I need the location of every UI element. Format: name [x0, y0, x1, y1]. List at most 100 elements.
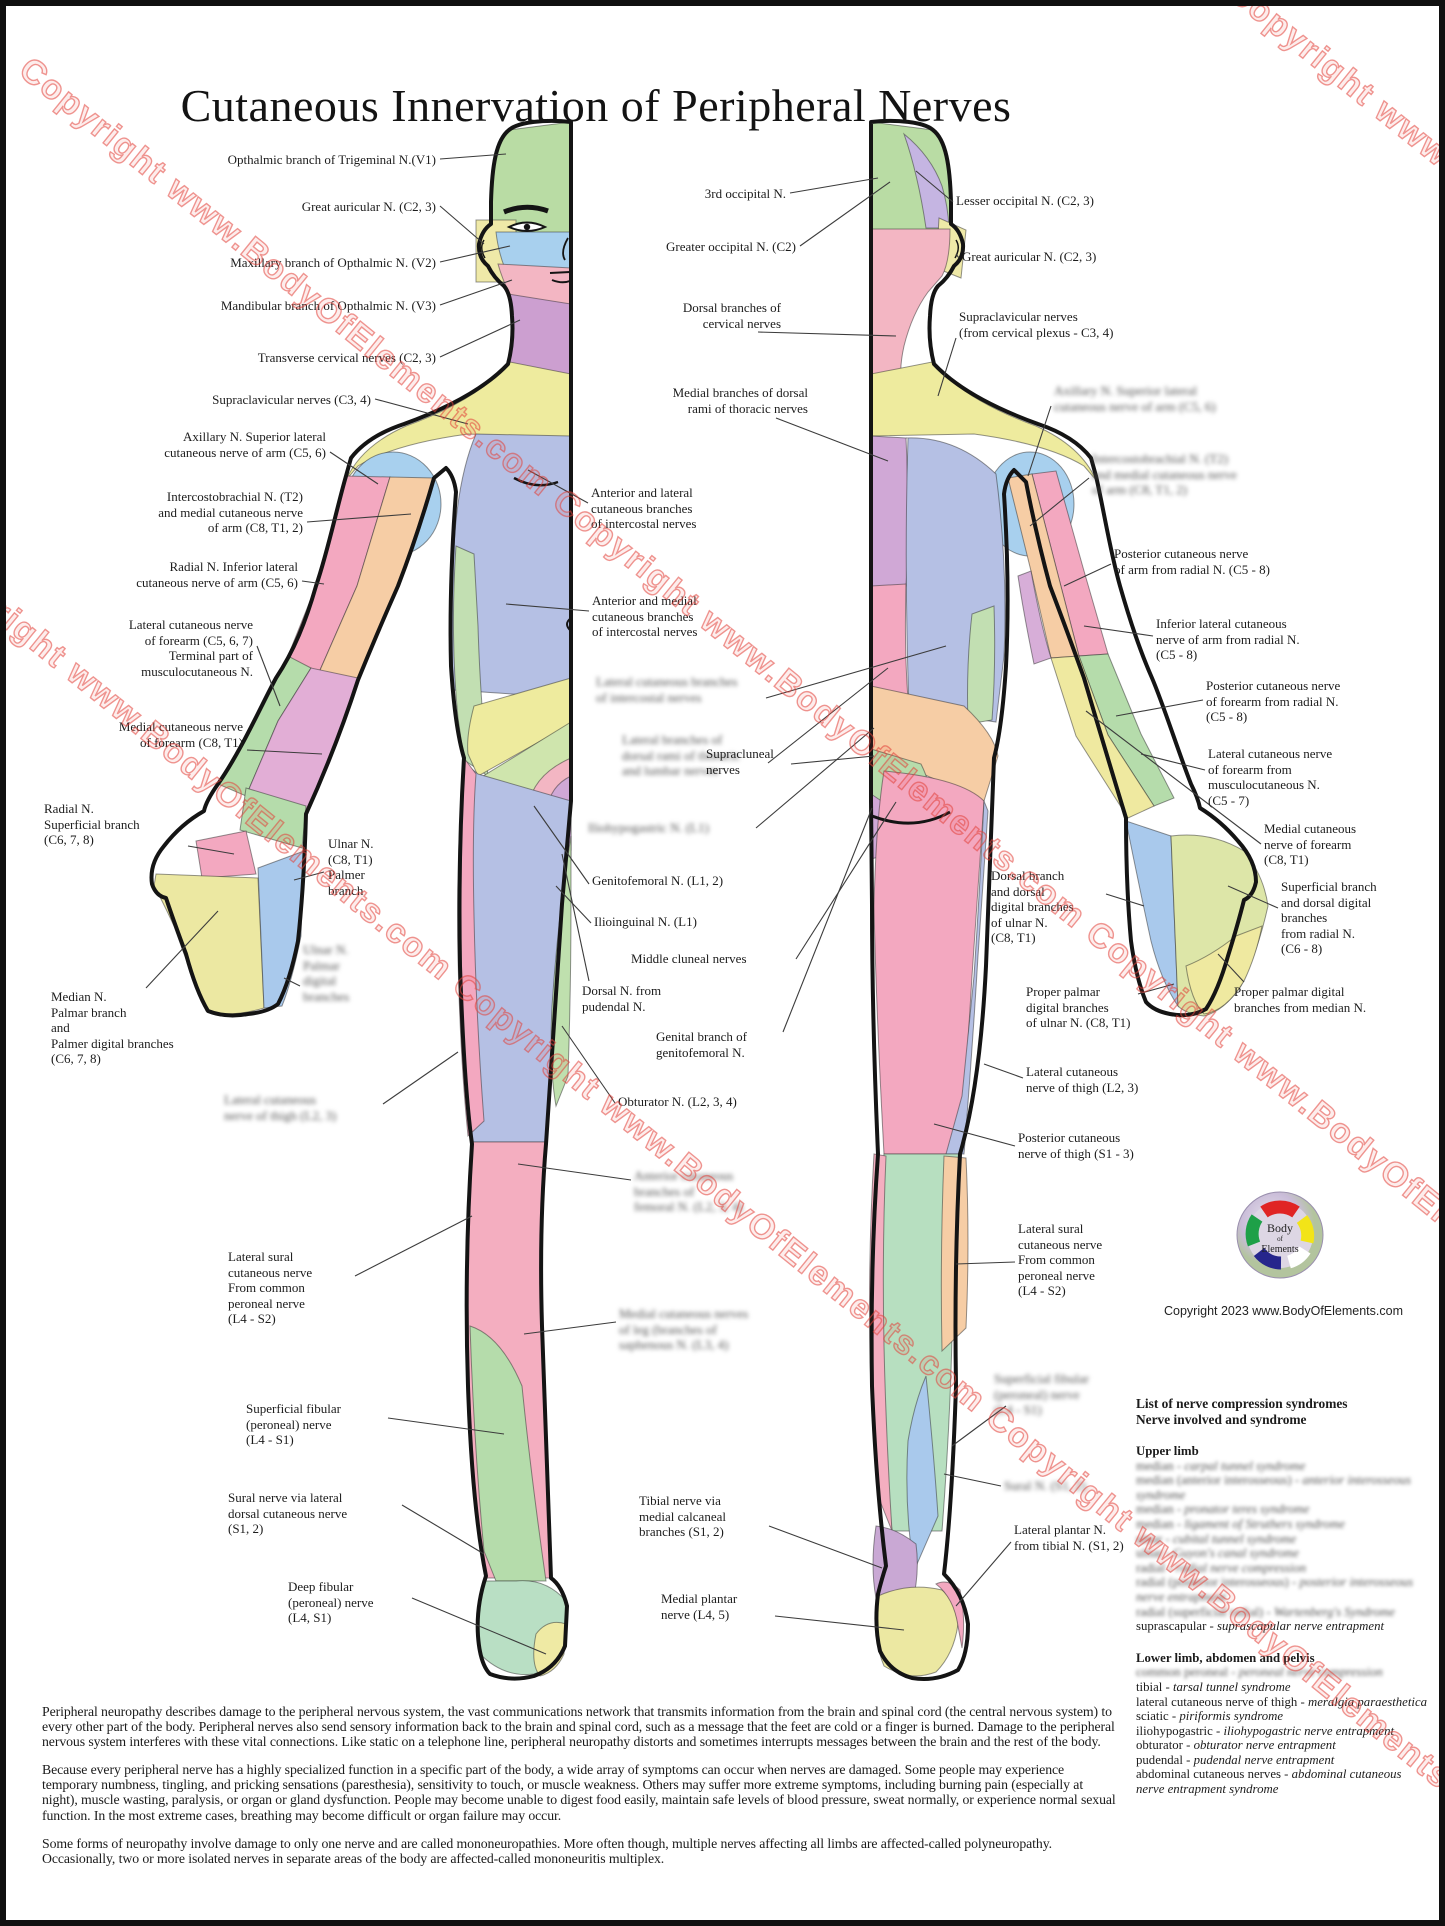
- label-intercostobrachial-front: Intercostobrachial N. (T2) and medial cu…: [158, 489, 303, 536]
- label-inf-lat-cut-arm: Inferior lateral cutaneous nerve of arm …: [1156, 616, 1300, 663]
- label-ant-med-intercostal: Anterior and medial cutaneous branches o…: [592, 593, 698, 640]
- syndrome-entry: median - carpal tunnel syndrome: [1136, 1458, 1306, 1473]
- label-lat-cut-forearm-musculo: Lateral cutaneous nerve of forearm from …: [1208, 746, 1333, 808]
- label-ophthalmic-v1: Opthalmic branch of Trigeminal N.(V1): [227, 152, 436, 167]
- label-transverse-cervical: Transverse cervical nerves (C2, 3): [257, 350, 436, 365]
- label-maxillary-v2: Maxillary branch of Opthalmic N. (V2): [230, 255, 436, 270]
- label-superficial-radial-back: Superficial branch and dorsal digital br…: [1281, 879, 1377, 957]
- back-figure: [869, 118, 1269, 1681]
- label-post-cut-thigh: Posterior cutaneous nerve of thigh (S1 -…: [1018, 1130, 1134, 1161]
- label-lat-cut-thigh-front: Lateral cutaneous nerve of thigh (L2, 3): [224, 1092, 337, 1123]
- ear-line: [481, 239, 486, 259]
- syndrome-entry: median - ligament of Struthers syndrome: [1136, 1516, 1345, 1531]
- navel: [566, 617, 572, 632]
- syndrome-section-heading: Lower limb, abdomen and pelvis: [1136, 1650, 1315, 1665]
- label-dorsal-ulnar: Dorsal branch and dorsal digital branche…: [991, 868, 1074, 946]
- anatomy-figures: [145, 118, 1279, 1681]
- label-lateral-cutaneous-forearm: Lateral cutaneous nerve of forearm (C5, …: [128, 617, 253, 679]
- logo-text-elements: Elements: [1261, 1244, 1298, 1255]
- label-mandibular-v3: Mandibular branch of Opthalmic N. (V3): [220, 298, 436, 313]
- label-tibial-calcaneal: Tibial nerve via medial calcaneal branch…: [639, 1493, 726, 1540]
- description-paragraphs: Peripheral neuropathy describes damage t…: [42, 1704, 1120, 1879]
- label-superficial-fibular-front: Superficial fibular (peroneal) nerve (L4…: [246, 1401, 341, 1448]
- syndrome-entry: obturator - obturator nerve entrapment: [1136, 1738, 1336, 1753]
- paragraph-2: Because every peripheral nerve has a hig…: [42, 1762, 1116, 1823]
- syndrome-entry: ulnar - cubital tunnel syndrome: [1136, 1531, 1297, 1546]
- label-deep-fibular: Deep fibular (peroneal) nerve (L4, S1): [288, 1579, 374, 1626]
- pupil: [523, 223, 531, 231]
- syndrome-entry: pudendal - pudendal nerve entrapment: [1136, 1752, 1335, 1767]
- label-sural-lateral-dorsal: Sural nerve via lateral dorsal cutaneous…: [228, 1490, 348, 1537]
- body-of-elements-logo: Body of Elements: [1236, 1191, 1324, 1279]
- label-proper-palmar-ulnar: Proper palmar digital branches of ulnar …: [1026, 984, 1131, 1031]
- label-greater-occipital: Greater occipital N. (C2): [666, 239, 796, 254]
- label-supraclavicular-front: Supraclavicular nerves (C3, 4): [212, 392, 371, 407]
- label-lateral-sural-back: Lateral sural cutaneous nerve From commo…: [1018, 1221, 1103, 1299]
- syndrome-entry: suprascapular - suprascapular nerve entr…: [1136, 1619, 1385, 1634]
- ear-line-back: [954, 239, 959, 259]
- gluteal-fold: [871, 810, 951, 825]
- label-ant-lat-intercostal: Anterior and lateral cutaneous branches …: [591, 485, 697, 532]
- label-sural-back: Sural N. (S1, 2): [1004, 1478, 1086, 1493]
- syndrome-list-title-2: Nerve involved and syndrome: [1136, 1411, 1307, 1427]
- label-lateral-sural-front: Lateral sural cutaneous nerve From commo…: [228, 1249, 313, 1327]
- label-genitofemoral: Genitofemoral N. (L1, 2): [592, 873, 724, 888]
- label-dorsal-cervical: Dorsal branches of cervical nerves: [682, 300, 781, 331]
- syndrome-entry: radial - radial nerve compression: [1136, 1560, 1307, 1575]
- label-obturator: Obturator N. (L2, 3, 4): [618, 1094, 737, 1109]
- label-medial-cut-forearm-back: Medial cutaneous nerve of forearm (C8, T…: [1264, 821, 1357, 868]
- syndrome-entry: iliohypogastric - iliohypogastric nerve …: [1136, 1723, 1395, 1738]
- front-figure: [149, 118, 573, 1681]
- label-medial-plantar: Medial plantar nerve (L4, 5): [661, 1591, 738, 1622]
- label-ant-cut-femoral: Anterior cutaneous branches of femoral N…: [634, 1168, 743, 1215]
- syndrome-entry: median - pronator teres syndrome: [1136, 1502, 1310, 1517]
- chest-line: [513, 476, 559, 487]
- label-median-palmar: Median N. Palmar branch and Palmer digit…: [51, 989, 174, 1067]
- logo-text-body: Body: [1267, 1221, 1293, 1235]
- label-lateral-plantar: Lateral plantar N. from tibial N. (S1, 2…: [1014, 1522, 1124, 1553]
- label-supracluneal: Supracluneal nerves: [706, 746, 774, 777]
- nose: [562, 237, 569, 261]
- paragraph-1: Peripheral neuropathy describes damage t…: [42, 1704, 1115, 1750]
- label-post-cut-forearm: Posterior cutaneous nerve of forearm fro…: [1206, 678, 1341, 725]
- label-superficial-fibular-back: Superficial fibular (peroneal) nerve (L4…: [994, 1371, 1089, 1418]
- syndrome-entry: tibial - tarsal tunnel syndrome: [1136, 1679, 1291, 1694]
- syndrome-section-heading: Upper limb: [1136, 1444, 1199, 1458]
- label-ulnar-palmer: Ulnar N. (C8, T1) Palmer branch: [328, 836, 374, 898]
- syndrome-entry: radial (superficial radial) - Wartenberg…: [1136, 1604, 1395, 1619]
- label-iliohypogastric: Iliohypogastric N. (L1): [588, 820, 709, 835]
- label-great-auricular-back: Great auricular N. (C2, 3): [962, 249, 1097, 264]
- label-radial-superficial: Radial N. Superficial branch (C6, 7, 8): [44, 801, 140, 848]
- label-supraclavicular-back: Supraclavicular nerves (from cervical pl…: [959, 309, 1114, 340]
- syndrome-entry: median (anterior interosseous) - anterio…: [1136, 1473, 1411, 1502]
- label-post-cut-arm: Posterior cutaneous nerve of arm from ra…: [1114, 546, 1270, 577]
- logo-text-of: of: [1277, 1235, 1284, 1243]
- label-medial-cut-leg: Medial cutaneous nerves of leg (branches…: [619, 1306, 749, 1353]
- leader-lines: [145, 153, 1279, 1655]
- syndrome-entry: radial (posterior interosseous) - poster…: [1136, 1575, 1414, 1604]
- syndrome-entry: abdominal cutaneous nerves - abdominal c…: [1136, 1767, 1402, 1797]
- label-lat-intercostal: Lateral cutaneous branches of intercosta…: [596, 674, 738, 705]
- label-genital-branch: Genital branch of genitofemoral N.: [656, 1029, 747, 1060]
- syndrome-entry: common peroneal - peroneal nerve compres…: [1136, 1665, 1383, 1680]
- syndrome-entry: ulnar - Guyon's canal syndrome: [1136, 1546, 1299, 1561]
- label-dorsal-pudendal: Dorsal N. from pudendal N.: [582, 983, 662, 1014]
- paragraph-3: Some forms of neuropathy involve damage …: [42, 1835, 1052, 1866]
- label-lat-dorsal-rami: Lateral branches of dorsal rami of thora…: [622, 732, 741, 779]
- label-axillary-front: Axillary N. Superior lateral cutaneous n…: [164, 429, 326, 460]
- label-intercostobrachial-back: Intercostobrachial N. (T2) and medial cu…: [1092, 451, 1237, 498]
- label-ulnar-digital: Ulnar N. Palmar digital branches: [303, 942, 350, 1004]
- label-radial-inferior-lateral: Radial N. Inferior lateral cutaneous ner…: [136, 559, 298, 590]
- eyebrow: [503, 204, 549, 215]
- syndrome-list-title-1: List of nerve compression syndromes: [1136, 1396, 1348, 1411]
- syndrome-entry: lateral cutaneous nerve of thigh - meral…: [1136, 1694, 1428, 1709]
- label-ilioinguinal: Ilioinguinal N. (L1): [594, 914, 697, 929]
- label-great-auricular-front: Great auricular N. (C2, 3): [301, 199, 436, 214]
- label-lat-cut-thigh-back: Lateral cutaneous nerve of thigh (L2, 3): [1026, 1064, 1139, 1095]
- label-3rd-occipital: 3rd occipital N.: [704, 186, 786, 201]
- copyright-line: Copyright 2023 www.BodyOfElements.com: [1164, 1304, 1403, 1318]
- syndrome-list: List of nerve compression syndromes Nerv…: [1136, 1396, 1428, 1797]
- label-middle-cluneal: Middle cluneal nerves: [631, 951, 747, 966]
- mouth: [549, 271, 571, 284]
